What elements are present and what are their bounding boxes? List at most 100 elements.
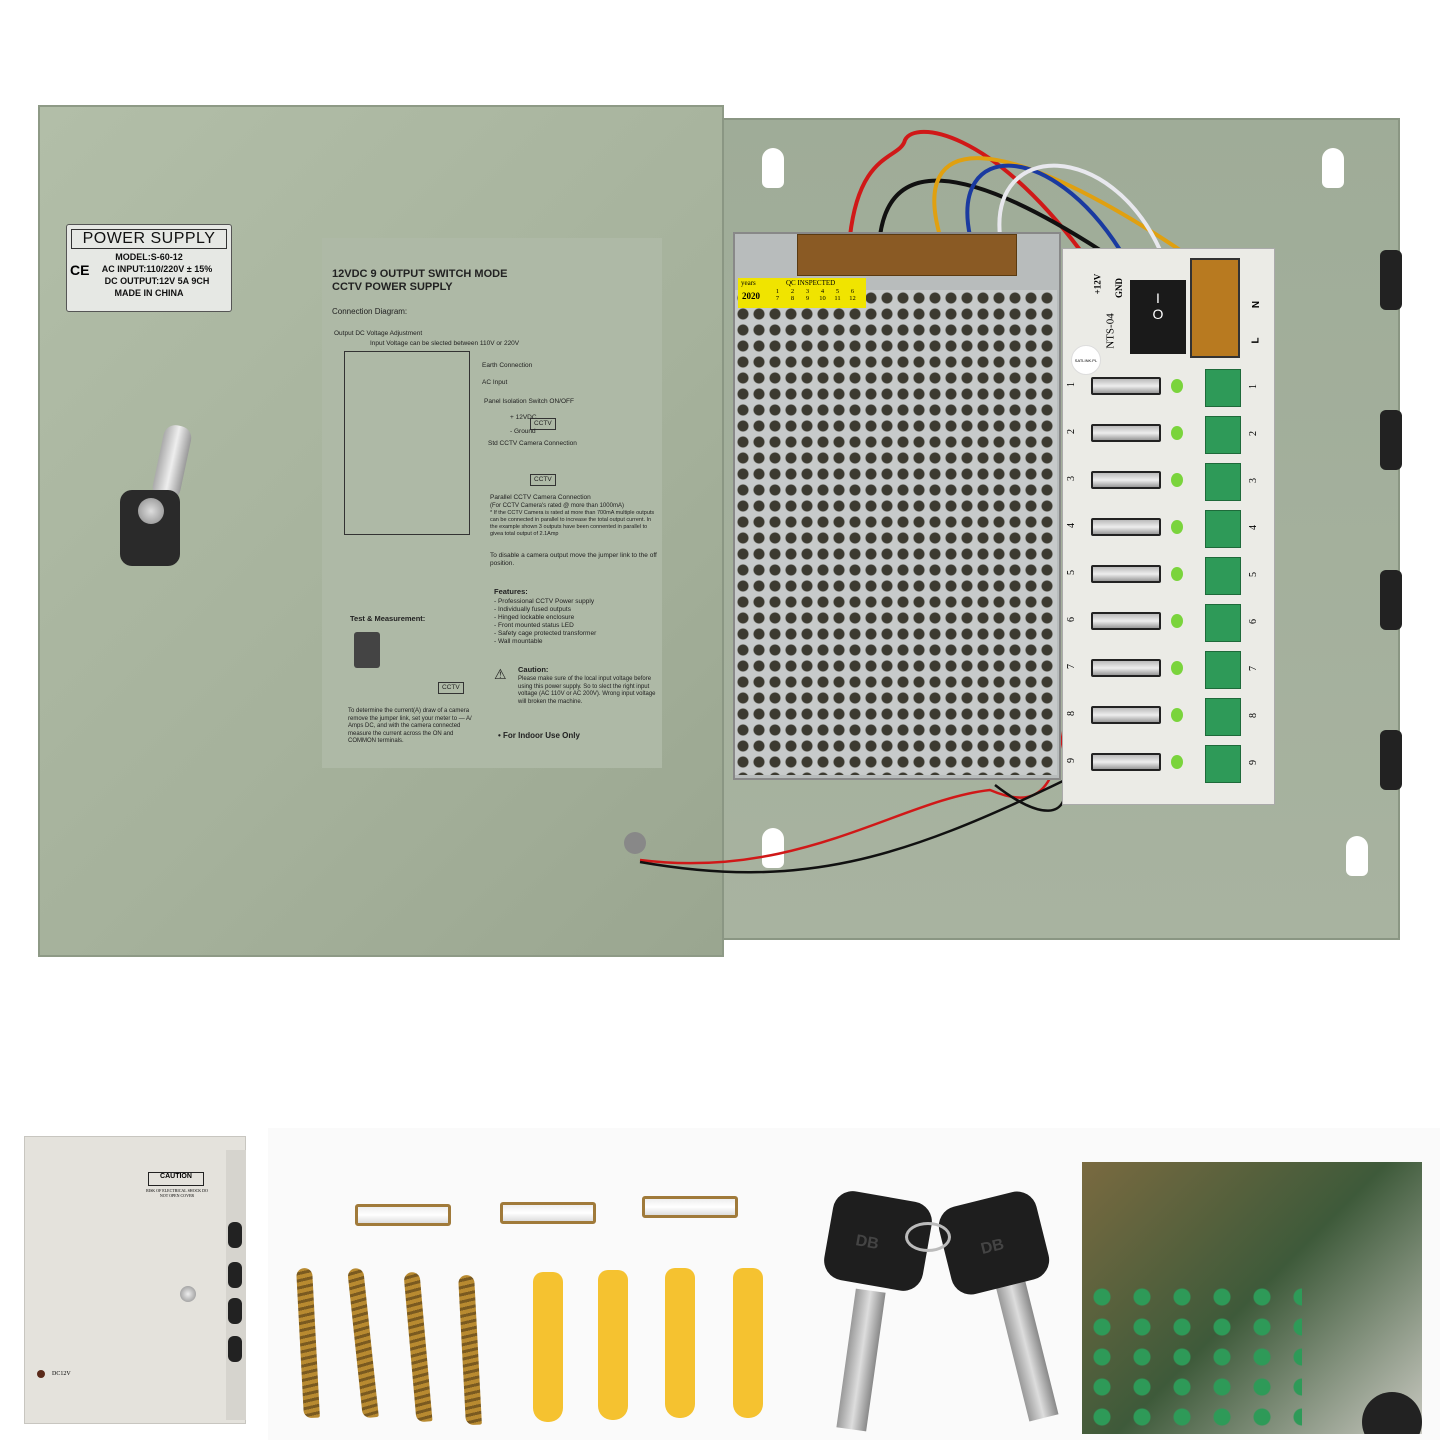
output-number: 3 (1066, 476, 1077, 481)
label-model: MODEL:S-60-12 (115, 252, 183, 262)
output-number: 7 (1066, 664, 1077, 669)
output-led (1171, 567, 1183, 581)
wall-plug (665, 1268, 695, 1418)
keyhole-mount-icon (1346, 836, 1368, 876)
wire-blue (965, 163, 1122, 252)
qc-month: 12 (849, 295, 856, 302)
knockout-grommet (1380, 250, 1402, 310)
label-dc-output: DC OUTPUT:12V 5A 9CH (104, 276, 210, 286)
qc-month: 1 (775, 288, 780, 295)
output-terminal[interactable] (1205, 510, 1241, 548)
board-model: NTS-04 (1104, 313, 1117, 349)
spare-fuse (642, 1196, 738, 1218)
output-led (1171, 473, 1183, 487)
output-fuse[interactable] (1091, 612, 1161, 630)
output-terminal[interactable] (1205, 651, 1241, 689)
output-adjust-note: Output DC Voltage Adjustment (334, 330, 423, 337)
features-list: - Professional CCTV Power supply - Indiv… (494, 598, 596, 646)
wire-red (639, 639, 1077, 865)
qc-month: 10 (819, 295, 826, 302)
output-terminal[interactable] (1205, 463, 1241, 501)
qc-years: years (741, 279, 756, 287)
indoor-note: • For Indoor Use Only (498, 731, 580, 740)
output-terminal[interactable] (1205, 557, 1241, 595)
cctv-box: CCTV (530, 474, 556, 486)
output-led (1171, 661, 1183, 675)
feature-item: - Hinged lockable enclosure (494, 614, 575, 621)
qc-month: 4 (820, 288, 825, 295)
output-terminal[interactable] (1205, 416, 1241, 454)
output-fuse[interactable] (1091, 424, 1161, 442)
board-plus12v: +12V (1092, 273, 1103, 295)
lock-icon (180, 1286, 196, 1302)
output-number: 5 (1066, 570, 1077, 575)
qc-month: 7 (775, 295, 780, 302)
test-heading: Test & Measurement: (350, 614, 426, 623)
feature-item: - Professional CCTV Power supply (494, 598, 595, 605)
qc-month: 9 (805, 295, 810, 302)
wall-plug (598, 1270, 628, 1420)
output-terminal[interactable] (1205, 698, 1241, 736)
output-fuse[interactable] (1091, 706, 1161, 724)
cable-grommet (624, 832, 646, 854)
plus-12vdc: + 12VDC (510, 414, 537, 421)
output-led (1171, 520, 1183, 534)
rubber-grommet (1362, 1392, 1422, 1434)
knockout-grommet (228, 1222, 242, 1248)
diagram-box (344, 351, 470, 535)
output-number: 6 (1248, 619, 1259, 624)
output-number: 6 (1066, 617, 1077, 622)
key-brand: DB (979, 1235, 1006, 1259)
qc-inspected: QC INSPECTED (786, 279, 836, 287)
output-number: 3 (1248, 478, 1259, 483)
output-fuse[interactable] (1091, 471, 1161, 489)
output-led (1171, 614, 1183, 628)
ac-input-note: AC Input (482, 379, 508, 386)
knockout-grommet (1380, 410, 1402, 470)
output-number: 4 (1248, 525, 1259, 530)
terminal-blocks (1082, 1282, 1302, 1432)
key-ring (905, 1222, 951, 1252)
qc-month: 5 (835, 288, 840, 295)
earth-note: Earth Connection (482, 362, 533, 369)
output-terminal[interactable] (1205, 604, 1241, 642)
label-ac-input: AC INPUT:110/220V ± 15% (101, 264, 213, 274)
switch-note: Panel Isolation Switch ON/OFF (484, 398, 574, 405)
output-fuse[interactable] (1091, 377, 1161, 395)
output-number: 1 (1066, 382, 1077, 387)
board-gnd: GND (1114, 278, 1124, 298)
psu-terminal-block (797, 234, 1017, 276)
board-n: N (1251, 300, 1263, 309)
caution-text: CAUTION (160, 1173, 192, 1180)
caution-text: Please make sure of the local input volt… (518, 676, 656, 705)
output-fuse[interactable] (1091, 753, 1161, 771)
output-fuse[interactable] (1091, 565, 1161, 583)
output-fuse[interactable] (1091, 659, 1161, 677)
output-number: 5 (1248, 572, 1259, 577)
output-terminal[interactable] (1205, 369, 1241, 407)
wall-plug (733, 1268, 763, 1418)
wire-red (848, 129, 1082, 252)
output-number: 1 (1248, 384, 1259, 389)
output-number: 2 (1248, 431, 1259, 436)
output-terminal[interactable] (1205, 745, 1241, 783)
wire-yellow (932, 156, 1182, 252)
spare-fuse (500, 1202, 596, 1224)
output-fuse[interactable] (1091, 518, 1161, 536)
parallel-camera-note: Parallel CCTV Camera Connection (490, 494, 591, 501)
status-led (37, 1370, 45, 1378)
wire-black (639, 778, 1067, 874)
knockout-grommet (1380, 570, 1402, 630)
qc-year: 2020 (742, 291, 760, 301)
sheet-title-line: CCTV POWER SUPPLY (332, 281, 453, 293)
switch-on: I (1156, 290, 1160, 306)
feature-item: - Individually fused outputs (494, 606, 571, 613)
disable-note: To disable a camera output move the jump… (490, 552, 657, 567)
feature-item: - Wall mountable (494, 638, 543, 645)
wiring (639, 129, 1182, 874)
wire-black (878, 178, 1102, 252)
switch-off: O (1152, 306, 1164, 322)
